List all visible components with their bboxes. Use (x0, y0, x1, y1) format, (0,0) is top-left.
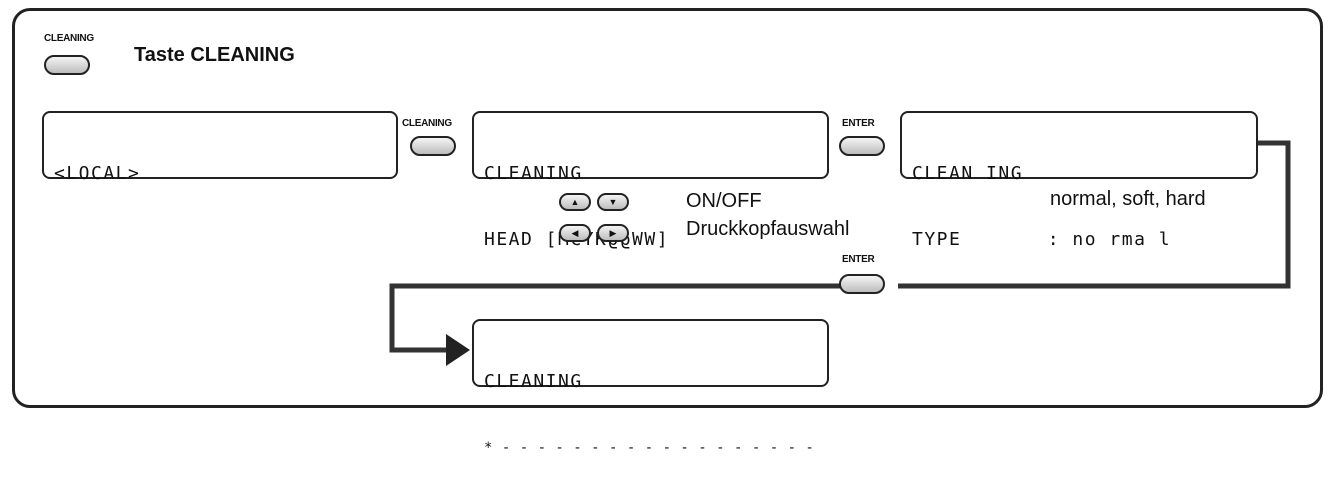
on-off-label: ON/OFF (686, 190, 762, 212)
cleaning-key-label: CLEANING (402, 118, 452, 129)
lcd-local-line1: <LOCAL> (54, 163, 141, 184)
down-arrow-icon: ▼ (608, 196, 618, 207)
lcd-progress-line2: * - - - - - - - - - - - - - - - - - - (484, 440, 815, 456)
right-arrow-icon: ▶ (609, 227, 617, 238)
head-select-label: Druckkopfauswahl (686, 218, 850, 240)
enter-key-second: ENTER (838, 254, 888, 300)
lcd-head-screen: CLEANING HEAD [MCYKϱϱWW] (472, 111, 829, 250)
enter-key-label: ENTER (842, 118, 875, 129)
lcd-type-line2: TYPE : no rma l (912, 229, 1172, 250)
cleaning-key-cap (44, 55, 90, 75)
type-options-label: normal, soft, hard (1050, 188, 1206, 210)
lcd-progress-screen: CLEANING * - - - - - - - - - - - - - - -… (472, 319, 829, 456)
connector-to-progress (389, 283, 840, 353)
left-arrow-key: ◀ (559, 224, 591, 242)
lcd-local-line2 (54, 229, 386, 251)
lcd-type-screen: CLEAN ING TYPE : no rma l (900, 111, 1258, 250)
enter-key-cap (839, 274, 885, 294)
up-arrow-icon: ▲ (570, 196, 580, 207)
down-arrow-key: ▼ (597, 193, 629, 211)
enter-key-label: ENTER (842, 254, 875, 265)
page-title: Taste CLEANING (134, 44, 295, 66)
enter-key: ENTER (838, 118, 888, 164)
progress-arrowhead (446, 334, 470, 366)
lcd-progress-line1: CLEANING (484, 371, 583, 392)
lcd-type-line1: CLEAN ING (912, 163, 1024, 184)
cleaning-key-header: CLEANING (44, 33, 114, 83)
left-arrow-icon: ◀ (571, 227, 579, 238)
diagram-frame (12, 8, 1323, 408)
right-arrow-key: ▶ (597, 224, 629, 242)
connector-to-enter (898, 140, 1291, 289)
cleaning-key-cap (410, 136, 456, 156)
lcd-local-screen: <LOCAL> (42, 111, 398, 184)
cleaning-key-label: CLEANING (44, 33, 94, 44)
up-arrow-key: ▲ (559, 193, 591, 211)
cleaning-key: CLEANING (402, 118, 472, 164)
enter-key-cap (839, 136, 885, 156)
lcd-head-line1: CLEANING (484, 163, 583, 184)
flow-connectors (389, 140, 1291, 366)
